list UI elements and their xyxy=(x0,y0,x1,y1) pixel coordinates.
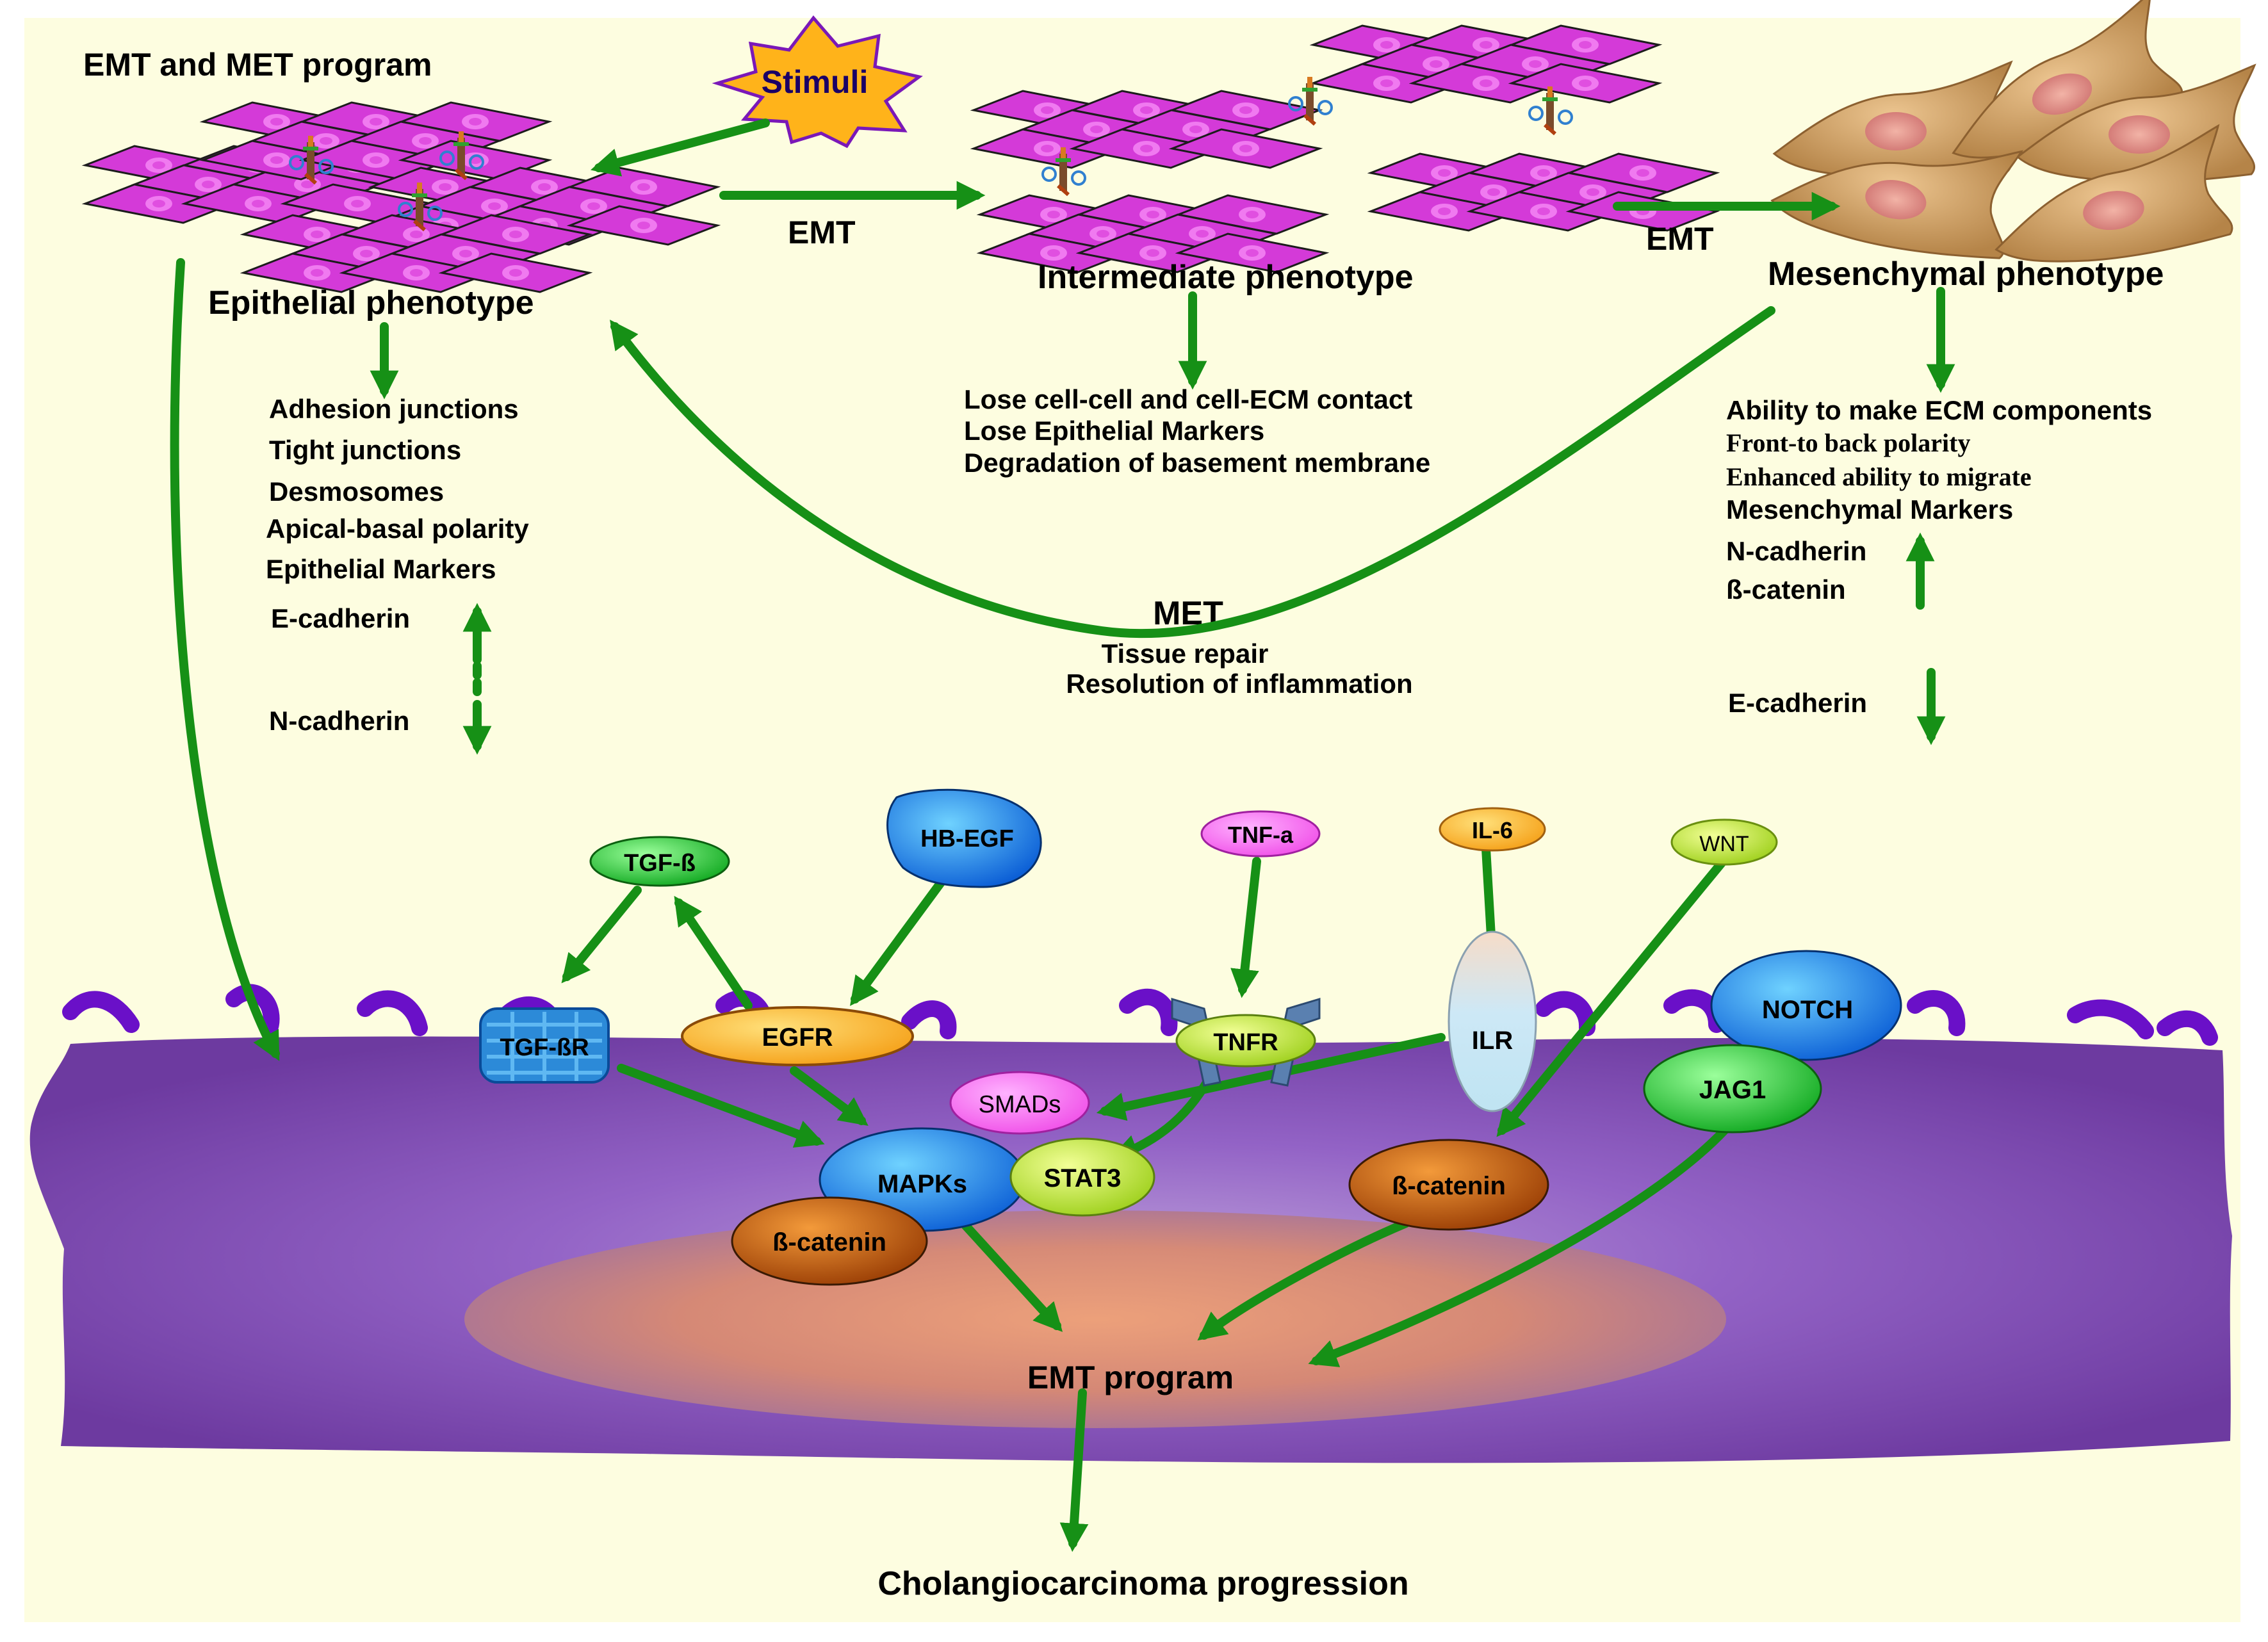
arrow-egfr-to-mapks xyxy=(790,1066,869,1126)
feature-desmosomes: Desmosomes xyxy=(269,476,444,507)
ligand-il6: IL-6 xyxy=(1439,807,1546,852)
receptor-notch-label: NOTCH xyxy=(1762,996,1853,1024)
ligand-wnt-label: WNT xyxy=(1699,832,1749,856)
ligand-wnt: WNT xyxy=(1670,818,1778,866)
ligand-hbegf-label: HB-EGF xyxy=(920,825,1014,852)
arrow-stimuli-to-epithelial xyxy=(591,118,770,177)
ligand-tgfb: TGF-ß xyxy=(589,836,730,887)
receptor-ilr-label: ILR xyxy=(1472,1027,1513,1055)
stimuli-label: Stimuli xyxy=(762,64,869,100)
ligand-tgfb-label: TGF-ß xyxy=(624,850,696,877)
feature-mesenchymal-markers: Mesenchymal Markers xyxy=(1726,494,2013,524)
emt-label-1: EMT xyxy=(788,215,856,250)
arrow-emt-to-progression xyxy=(1059,1388,1089,1552)
protein-bcatenin-right-label: ß-catenin xyxy=(1392,1172,1506,1200)
program-title: EMT and MET program xyxy=(83,47,432,83)
epithelial-features: Adhesion junctions Tight junctions Desmo… xyxy=(266,394,529,736)
protein-stat3-label: STAT3 xyxy=(1044,1164,1122,1192)
protein-smads: SMADs xyxy=(949,1071,1090,1135)
arrow-wnt-to-bcatenin xyxy=(1496,857,1727,1137)
receptor-egfr: EGFR xyxy=(681,1006,914,1066)
epithelial-phenotype-label: Epithelial phenotype xyxy=(208,284,534,321)
mes-e-cadherin: E-cadherin xyxy=(1728,688,1867,718)
emt-label-2: EMT xyxy=(1646,221,1714,257)
receptor-jag1-label: JAG1 xyxy=(1699,1076,1766,1104)
receptor-ilr: ILR xyxy=(1448,931,1537,1112)
arrows xyxy=(170,118,1955,1552)
receptor-tnfr-label: TNFR xyxy=(1213,1029,1278,1056)
feature-apical-basal-polarity: Apical-basal polarity xyxy=(266,514,529,544)
ligand-hbegf: HB-EGF xyxy=(886,788,1042,888)
mes-b-catenin: ß-catenin xyxy=(1726,574,1846,605)
protein-bcatenin-left: ß-catenin xyxy=(731,1196,928,1286)
feature-degradation-bm: Degradation of basement membrane xyxy=(964,448,1430,478)
receptor-tgfbr-label: TGF-ßR xyxy=(500,1034,589,1061)
arrow-tnfa-to-tnfr xyxy=(1230,857,1261,998)
nucleus xyxy=(464,1210,1726,1428)
progression-label: Cholangiocarcinoma progression xyxy=(877,1565,1408,1602)
met-tissue-repair: Tissue repair xyxy=(1102,638,1269,669)
protein-stat3: STAT3 xyxy=(1009,1137,1155,1217)
protein-mapks-label: MAPKs xyxy=(877,1170,967,1198)
feature-epithelial-markers: Epithelial Markers xyxy=(266,554,496,584)
feature-lose-contact: Lose cell-cell and cell-ECM contact xyxy=(964,384,1412,414)
ligand-tnfa: TNF-a xyxy=(1200,810,1321,858)
feature-tight-junctions: Tight junctions xyxy=(269,435,461,465)
arrow-egfr-to-tgfb xyxy=(674,895,753,1010)
epi-n-cadherin: N-cadherin xyxy=(269,706,409,736)
protein-bcatenin-right: ß-catenin xyxy=(1348,1139,1549,1231)
arrow-tgfb-to-tgfbr xyxy=(561,886,642,984)
receptor-tnfr: TNFR xyxy=(1171,997,1321,1087)
receptor-egfr-label: EGFR xyxy=(762,1023,833,1052)
mes-n-cadherin: N-cadherin xyxy=(1726,536,1866,566)
mesenchymal-features: Ability to make ECM components Front-to … xyxy=(1726,395,2152,718)
arrow-met-loop xyxy=(610,306,1775,638)
receptor-jag1: JAG1 xyxy=(1643,1044,1822,1134)
feature-ecm-ability: Ability to make ECM components xyxy=(1726,395,2152,425)
receptor-tgfbr: TGF-ßR xyxy=(479,1007,610,1084)
protein-smads-label: SMADs xyxy=(979,1091,1061,1118)
ligand-tnfa-label: TNF-a xyxy=(1228,822,1294,848)
feature-front-back-polarity: Front-to back polarity xyxy=(1726,428,1970,457)
stimuli-star xyxy=(712,15,923,149)
arrow-epithelial-to-membrane xyxy=(170,258,280,1061)
met-resolution: Resolution of inflammation xyxy=(1066,669,1412,699)
arrow-hbegf-to-egfr xyxy=(850,873,949,1006)
emt-program-label: EMT program xyxy=(1027,1360,1234,1395)
arrow-tgfbr-to-mapks xyxy=(617,1064,825,1148)
protein-bcatenin-left-label: ß-catenin xyxy=(772,1228,886,1256)
mesenchymal-phenotype-label: Mesenchymal phenotype xyxy=(1768,256,2164,293)
intermediate-phenotype-label: Intermediate phenotype xyxy=(1038,259,1414,296)
feature-enhanced-migration: Enhanced ability to migrate xyxy=(1726,462,2032,491)
feature-adhesion-junctions: Adhesion junctions xyxy=(269,394,519,424)
arrow-bcatenin-to-emt xyxy=(1197,1219,1410,1341)
arrow-mapks-to-emt xyxy=(953,1212,1063,1332)
feature-lose-epithelial-markers: Lose Epithelial Markers xyxy=(964,416,1264,446)
ligand-il6-label: IL-6 xyxy=(1472,817,1513,843)
receptor-notch: NOTCH xyxy=(1710,950,1902,1061)
epi-e-cadherin: E-cadherin xyxy=(271,603,410,633)
arrow-jag1-to-emt xyxy=(1308,1113,1740,1367)
